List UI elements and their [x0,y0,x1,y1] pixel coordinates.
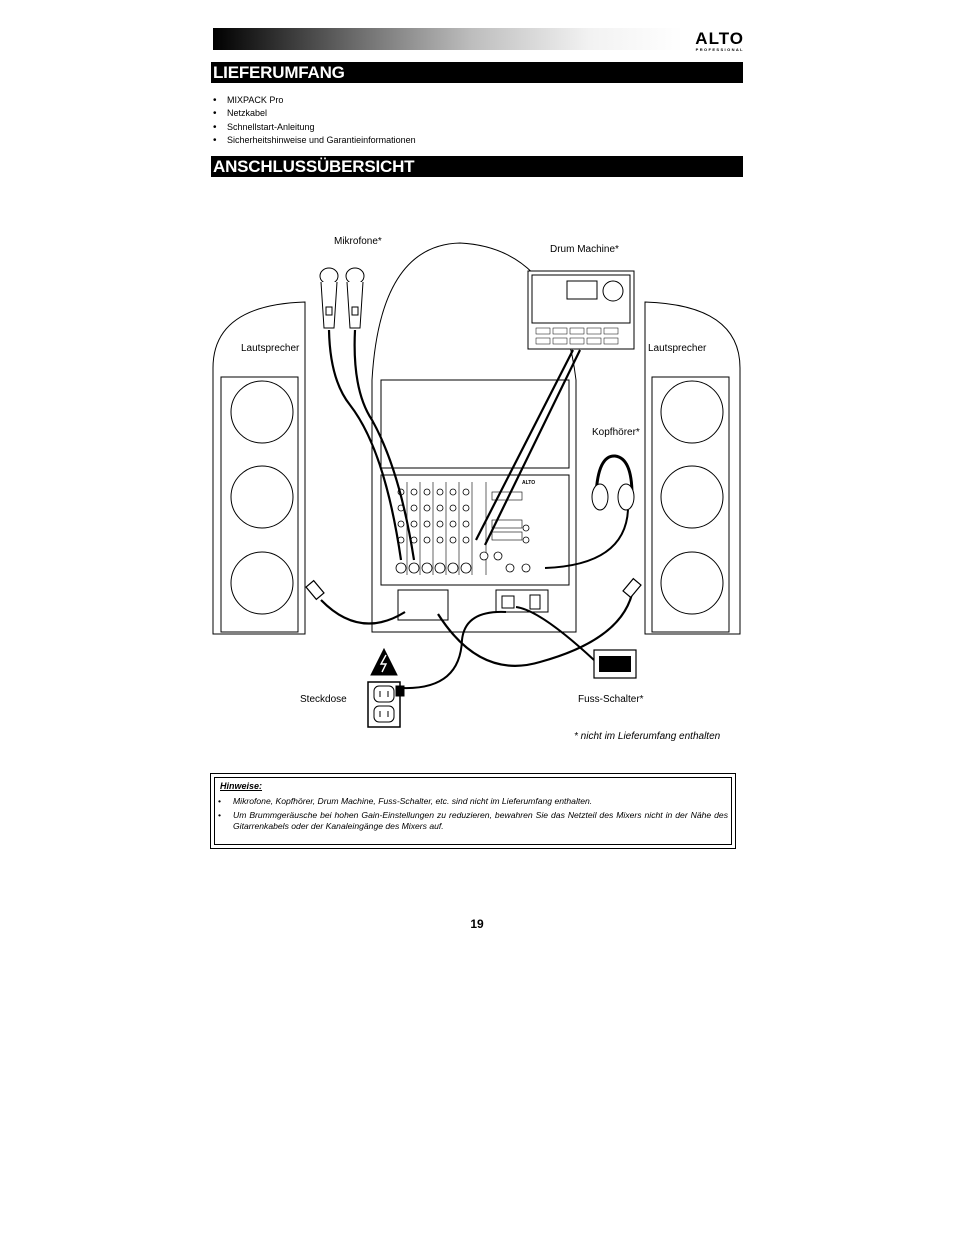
svg-text:ALTO: ALTO [522,480,535,486]
note-item: Um Brummgeräusche bei hohen Gain-Einstel… [218,810,728,832]
list-item: Netzkabel [213,107,416,121]
list-item: MIXPACK Pro [213,94,416,108]
label-outlet: Steckdose [300,694,347,705]
section-title: LIEFERUMFANG [213,63,345,82]
brand-logo-text: ALTO [695,29,744,48]
speaker-connector [305,577,642,601]
section-heading-lieferumfang: LIEFERUMFANG [211,62,743,83]
notes-inner-border [214,777,732,845]
power-cable [401,610,507,690]
headphones-cable [544,509,629,569]
label-microphones: Mikrofone* [334,236,382,247]
label-speaker-left: Lautsprecher [241,343,300,354]
headphones-icon [591,454,635,511]
label-footswitch: Fuss-Schalter* [578,694,644,705]
label-drum-machine: Drum Machine* [550,244,619,255]
section-title: ANSCHLUSSÜBERSICHT [213,157,415,176]
drum-machine-icon [527,270,635,350]
page-number: 19 [470,917,484,931]
notes-title: Hinweise: [220,781,263,791]
list-item: Sicherheitshinweise und Garantieinformat… [213,134,416,148]
microphone-cable [327,329,416,561]
speaker-right [644,301,741,635]
header-gradient-bar [213,28,683,50]
diagram-footnote: * nicht im Lieferumfang enthalten [574,731,721,742]
microphone-icon [319,267,365,329]
power-outlet-icon [367,681,405,728]
note-item: Mikrofone, Kopfhörer, Drum Machine, Fuss… [218,796,728,807]
list-item: Schnellstart-Anleitung [213,121,416,135]
brand-logo-subtext: PROFESSIONAL [695,47,744,52]
speaker-cable [320,593,634,667]
notes-box: Hinweise: Mikrofone, Kopfhörer, Drum Mac… [210,773,736,849]
notes-list: Mikrofone, Kopfhörer, Drum Machine, Fuss… [218,796,728,835]
brand-logo: ALTO PROFESSIONAL [684,28,744,52]
connection-diagram: ALTO [212,242,741,728]
drum-machine-cable [475,349,581,546]
label-speaker-right: Lautsprecher [648,343,707,354]
footswitch-cable [515,606,595,661]
mixer-unit: ALTO [371,242,577,633]
section-heading-anschluss: ANSCHLUSSÜBERSICHT [211,156,743,177]
contents-list: MIXPACK Pro Netzkabel Schnellstart-Anlei… [213,94,416,147]
label-headphones: Kopfhörer* [592,427,640,438]
speaker-left [212,301,306,635]
warning-triangle-icon [370,647,398,676]
